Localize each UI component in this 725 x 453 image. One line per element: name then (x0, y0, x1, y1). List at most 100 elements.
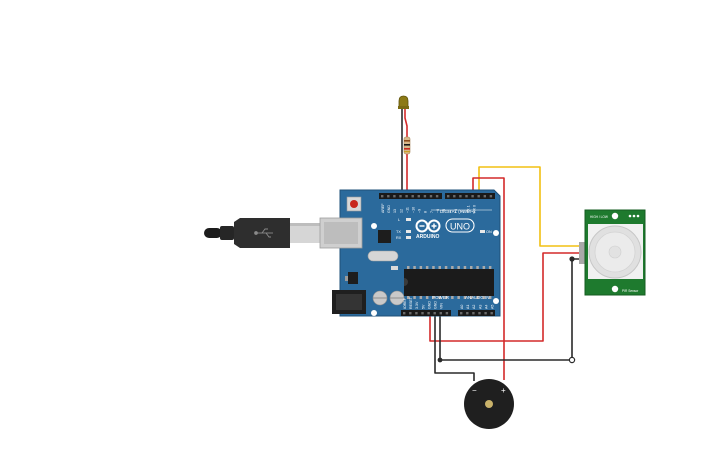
wire-node[interactable] (569, 256, 575, 262)
buzzer-minus-label: − (472, 386, 477, 395)
chip-pin (451, 296, 454, 299)
uno-model-label: UNO (450, 222, 470, 232)
chip-pin (407, 266, 410, 269)
pir-label-top: HIGH / LOW (590, 215, 608, 219)
header-pin-hole[interactable] (445, 312, 449, 315)
header-pin-hole[interactable] (381, 195, 384, 198)
header-pin-hole[interactable] (405, 195, 408, 198)
header-pin-hole[interactable] (435, 195, 439, 198)
top-pin-label: 4 (448, 211, 452, 213)
header-pin-hole[interactable] (387, 195, 390, 198)
top-pin-label: 13 (393, 209, 397, 213)
uno-badge (445, 218, 475, 233)
header-pin-hole[interactable] (453, 195, 456, 198)
power-pin-label: IOREF (403, 297, 407, 309)
top-pin-label: ~9 (418, 209, 422, 213)
regulator-tab (345, 276, 348, 281)
status-leds: L TX RX ON (396, 218, 492, 240)
header-pin-hole[interactable] (483, 195, 486, 198)
piezo-buzzer[interactable]: − + (464, 379, 514, 429)
header-pin-hole[interactable] (478, 312, 481, 315)
top-pin-label: ~11 (405, 207, 409, 213)
dc-power-jack-inner (336, 294, 362, 310)
usb-b-jack-inner (324, 222, 358, 244)
header-pin-hole[interactable] (490, 312, 493, 315)
header-pin-hole[interactable] (403, 312, 406, 315)
chip-pin (425, 296, 429, 299)
header-pin-hole[interactable] (417, 195, 420, 198)
header-pin-hole[interactable] (472, 312, 475, 315)
power-section-label: POWER (432, 295, 450, 300)
resistor-band (404, 144, 410, 146)
pir-pad (632, 214, 636, 218)
resistor-band (404, 148, 410, 150)
wire-yellow-pin2-to-pir[interactable] (478, 166, 584, 247)
top-pin-label: RX 0 (473, 205, 477, 213)
header-pin-hole[interactable] (465, 195, 468, 198)
header-pin-hole[interactable] (427, 312, 430, 315)
analog-pin-label: A0 (460, 305, 464, 309)
usb-icon (254, 228, 273, 238)
pir-pad (628, 214, 632, 218)
header-pin-hole[interactable] (459, 195, 462, 198)
analog-section-label: ANALOG IN (465, 295, 490, 300)
header-pin-hole[interactable] (447, 195, 450, 198)
wire-red-5v-to-pir[interactable] (429, 252, 584, 342)
led-bulb[interactable] (398, 95, 409, 109)
digital-header-right (445, 193, 495, 199)
header-pin-hole[interactable] (415, 312, 418, 315)
led-label-rx: RX (396, 236, 402, 240)
chip-pin (444, 266, 448, 269)
chip-pin (488, 266, 492, 269)
led-label-l: L (398, 218, 400, 222)
header-pin-hole[interactable] (411, 195, 414, 198)
wire-red-pin3-to-buzzer[interactable] (472, 177, 505, 380)
header-pin-hole[interactable] (433, 312, 436, 315)
resistor[interactable] (403, 136, 411, 155)
header-pin-hole[interactable] (460, 312, 463, 315)
header-pin-hole[interactable] (393, 195, 396, 198)
chip-pin (419, 266, 423, 269)
chip-pin (463, 296, 467, 299)
header-pin-hole[interactable] (409, 312, 412, 315)
wire-node[interactable] (437, 357, 443, 363)
power-pin-label: GND (427, 301, 431, 309)
digital-section-label: DIGITAL (PWM~) (440, 209, 475, 214)
wire-black-gnd-to-buzzer[interactable] (434, 313, 475, 381)
led-rim (398, 106, 409, 109)
header-pin-hole[interactable] (484, 312, 487, 315)
led-component[interactable] (398, 95, 409, 196)
pir-sensor[interactable]: HIGH / LOW PIR Sensor (579, 209, 646, 296)
header-pin-hole[interactable] (429, 195, 433, 198)
reset-button-cap[interactable] (350, 200, 358, 208)
chip-pin (457, 296, 460, 299)
header-pin-hole[interactable] (399, 195, 402, 198)
chip-pin (488, 296, 492, 299)
header-pin-hole[interactable] (466, 312, 469, 315)
header-pin-hole[interactable] (439, 312, 442, 315)
usb-cable[interactable] (204, 218, 320, 248)
header-pin-hole[interactable] (471, 195, 474, 198)
header-pin-hole[interactable] (423, 195, 427, 198)
analog-header (458, 310, 495, 316)
power-header (401, 310, 451, 316)
top-pin-label: ~3 (454, 209, 458, 213)
chip-pin (463, 266, 467, 269)
mounting-hole (371, 310, 377, 316)
analog-pin-label: A4 (484, 305, 488, 309)
wire-node[interactable] (568, 356, 576, 364)
top-pin-label: 8 (424, 211, 428, 213)
analog-pin-label: A5 (491, 305, 495, 309)
usb-strain-relief (220, 226, 234, 240)
chip-pin (451, 266, 454, 269)
chip-pin (438, 296, 441, 299)
header-pin-hole[interactable] (421, 312, 424, 315)
chip-pin (470, 266, 473, 269)
header-pin-hole[interactable] (477, 195, 480, 198)
chip-pin (444, 296, 448, 299)
top-pin-label: 12 (399, 209, 403, 213)
header-pin-hole[interactable] (489, 195, 493, 198)
